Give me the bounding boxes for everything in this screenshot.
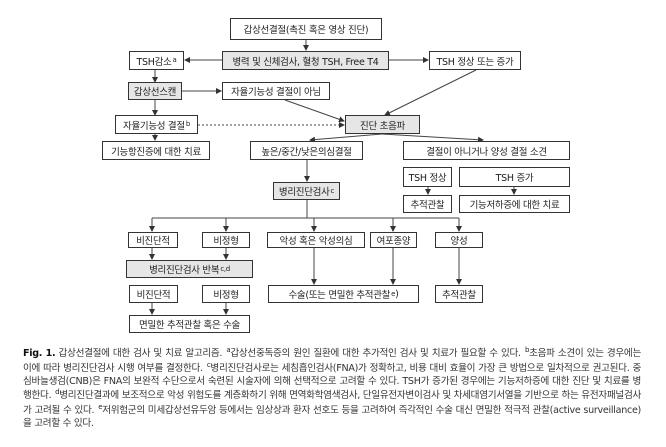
node-label: 비진단적 bbox=[136, 236, 170, 247]
footnote-mark: c bbox=[330, 186, 335, 195]
node-label: ) bbox=[395, 288, 399, 300]
node-label: 자율기능성 결절이 아님 bbox=[231, 87, 321, 98]
node-label: TSH 증가 bbox=[495, 173, 534, 184]
caption-text: 저위험군의 미세갑상선유두암 등에서는 임상상과 환자 선호도 등을 고려하여 … bbox=[23, 405, 642, 429]
caption-text: 병리진단검사로는 세침흡인검사(FNA)가 정확하고, 비용 대비 효율이 가장… bbox=[23, 362, 641, 402]
footnote-mark: b bbox=[185, 120, 190, 128]
node-thyroid-nodule: 갑상선결절(촉진 혹은 영상 진단) bbox=[230, 18, 382, 40]
caption-text: 갑상선결절에 대한 검사 및 치료 알고리즘. bbox=[55, 348, 226, 360]
node-label: 자율기능성 결절 bbox=[123, 120, 185, 132]
footnote-mark: b bbox=[524, 346, 530, 354]
node-label: TSH 정상 또는 증가 bbox=[436, 56, 514, 68]
node-label: 기능저하증에 대한 치료 bbox=[469, 200, 560, 211]
node-label: 추적관찰 bbox=[410, 200, 445, 211]
node-label: 병리진단검사 bbox=[278, 187, 330, 198]
node-diagnostic-ultrasound: 진단 초음파 bbox=[345, 115, 420, 134]
caption-label: Fig. 1. bbox=[23, 348, 56, 360]
node-tsh-normal-high: TSH 정상 또는 증가 bbox=[429, 51, 521, 70]
node-label: TSH 정상 bbox=[408, 173, 447, 184]
node-close-followup-or-surgery: 면밀한 추적관찰 혹은 수술 bbox=[129, 315, 250, 333]
node-nondiagnostic-2: 비진단적 bbox=[129, 285, 178, 303]
node-label: 비정형 bbox=[213, 236, 239, 247]
node-not-nodule-benign: 결절이 아니거나 양성 결절 소견 bbox=[403, 141, 570, 160]
node-label: 양성 bbox=[450, 236, 468, 247]
footnote-mark: e bbox=[391, 289, 396, 298]
node-hyper-treatment: 기능항진증에 대한 치료 bbox=[102, 141, 210, 160]
caption-text: 병리진단결과에 보조적으로 악성 위험도를 계층화하기 위해 면역화학염색검사,… bbox=[23, 390, 641, 417]
node-tsh-high: TSH 증가 bbox=[459, 167, 570, 187]
node-label: 갑상선결절(촉진 혹은 영상 진단) bbox=[243, 25, 369, 36]
node-history-exam: 병력 및 신체검사, 혈청 TSH, Free T4 bbox=[222, 51, 389, 70]
node-label: 높은/중간/낮은의심결절 bbox=[261, 146, 352, 158]
footnote-mark: c,d bbox=[220, 264, 230, 273]
node-label: 악성 혹은 악성의심 bbox=[279, 236, 353, 247]
node-label: 추적관찰 bbox=[442, 290, 476, 301]
node-benign: 양성 bbox=[435, 232, 483, 248]
node-malignant: 악성 혹은 악성의심 bbox=[267, 232, 365, 248]
node-tsh-normal: TSH 정상 bbox=[403, 167, 452, 187]
node-label: 갑상선스캔 bbox=[133, 87, 177, 98]
caption-text: 초음파 소견이 있는 경우에는 이에 따라 병리진단검사 시행 여부를 결정한다… bbox=[23, 348, 641, 374]
node-not-autonomous: 자율기능성 결절이 아님 bbox=[222, 82, 330, 100]
node-label: 비정형 bbox=[213, 290, 239, 301]
footnote-mark: a bbox=[172, 56, 177, 64]
node-label: 결절이 아니거나 양성 결절 소견 bbox=[426, 146, 547, 158]
node-label: 수술(또는 면밀한 추적관찰 bbox=[288, 290, 391, 301]
node-label: 병리진단검사 반복 bbox=[149, 265, 220, 276]
node-label: 여포종양 bbox=[376, 236, 411, 247]
node-followup: 추적관찰 bbox=[403, 195, 452, 213]
footnote-mark: d bbox=[55, 388, 60, 397]
node-atypical-2: 비정형 bbox=[202, 285, 250, 303]
node-label: 면밀한 추적관찰 혹은 수술 bbox=[139, 320, 240, 331]
node-atypical: 비정형 bbox=[202, 232, 250, 248]
node-label: 기능항진증에 대한 치료 bbox=[111, 146, 201, 158]
node-follicular-neoplasm: 여포종양 bbox=[370, 232, 417, 248]
node-followup-2: 추적관찰 bbox=[435, 285, 483, 303]
footnote-mark: c bbox=[206, 360, 211, 369]
footnote-mark: a bbox=[226, 346, 231, 354]
footnote-mark: e bbox=[98, 402, 103, 411]
node-suspicious-nodule: 높은/중간/낮은의심결절 bbox=[250, 141, 363, 160]
node-hypo-treatment: 기능저하증에 대한 치료 bbox=[459, 195, 570, 213]
figure-caption: Fig. 1. 갑상선결절에 대한 검사 및 치료 알고리즘. a갑상선중독증의… bbox=[23, 346, 641, 430]
node-label: 병력 및 신체검사, 혈청 TSH, Free T4 bbox=[232, 56, 379, 68]
node-label: 진단 초음파 bbox=[360, 120, 405, 132]
node-nondiagnostic: 비진단적 bbox=[128, 232, 178, 248]
node-thyroid-scan: 갑상선스캔 bbox=[128, 82, 182, 100]
node-label: 비진단적 bbox=[136, 290, 171, 301]
node-label: TSH감소 bbox=[136, 56, 172, 68]
caption-text: 갑상선중독증의 원인 질환에 대한 추가적인 검사 및 치료가 필요할 수 있다… bbox=[230, 348, 524, 360]
